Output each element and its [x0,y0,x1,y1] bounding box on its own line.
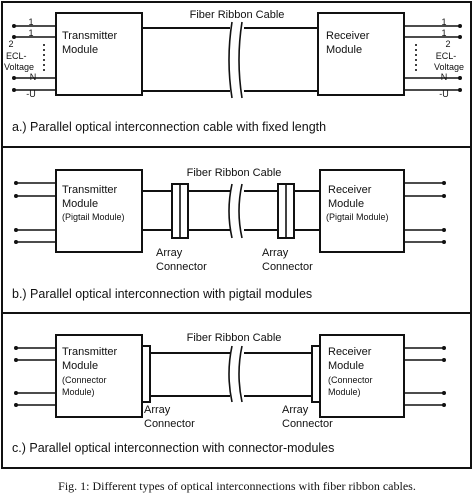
panel-c-tx-label-3: (Connector [62,375,107,385]
panel-a-left-pin-1a: 1 [28,17,33,27]
panel-a-right-pin-1b: 1 [441,28,446,38]
panel-b-connector-left-label-2: Connector [156,261,207,273]
panel-a-rx-label-1: Receiver [326,30,370,42]
panel-b-rx-label-2: Module [328,198,364,210]
panel-a-transmitter-module [55,12,143,96]
panel-c-break-mark [228,345,233,403]
panel-c-receiver-module [319,334,405,418]
panel-b-tx-label-3: (Pigtail Module) [62,212,125,222]
panel-a-left-ecl: ECL- [6,51,27,61]
panel-b-break-mark [228,183,233,239]
panel-a-right-minus-u: -U [439,89,449,99]
panel-c-rx-label-3: (Connector [328,375,373,385]
panel-c-array-connector-right [311,345,321,403]
panel-b-connector-right-label-1: Array [262,247,289,259]
panel-c-tx-label-2: Module [62,360,98,372]
panel-b-right-pins [404,181,446,244]
panel-a-right-pin-2: 2 [445,39,450,49]
panel-a-right-voltage: Voltage [434,62,464,72]
panel-a-rx-label-2: Module [326,44,362,56]
panel-a: Fiber Ribbon Cable Transmitter Module Re… [4,9,464,134]
panel-c: Fiber Ribbon Cable Transmitter Module (C… [12,332,446,455]
panel-c-right-pins [404,346,446,407]
panel-b-transmitter-module [55,169,143,253]
panel-a-left-minus-u: -U [26,89,36,99]
panel-c-tx-label-1: Transmitter [62,346,118,358]
panel-a-cable-label: Fiber Ribbon Cable [190,9,285,21]
panel-b-connector-left-label-1: Array [156,247,183,259]
panel-b-caption: b.) Parallel optical interconnection wit… [12,287,312,301]
panel-a-right-ecl: ECL- [436,51,457,61]
panel-b-cable-label: Fiber Ribbon Cable [187,167,282,179]
panel-b-rx-label-1: Receiver [328,184,372,196]
panel-a-right-pin-1a: 1 [441,17,446,27]
panel-a-fiber-cable [142,21,318,99]
panel-c-left-pins [14,346,56,407]
panel-c-rx-label-2: Module [328,360,364,372]
panel-c-tx-label-4: Module) [62,387,95,397]
panel-a-break-mark [228,21,233,99]
panel-b-tx-label-2: Module [62,198,98,210]
panel-c-connector-right-label-1: Array [282,404,309,416]
panel-b-tx-label-1: Transmitter [62,184,118,196]
panel-b-connector-right-label-2: Connector [262,261,313,273]
panel-a-left-pin-2: 2 [8,39,13,49]
panel-c-rx-label-4: Module) [328,387,361,397]
panel-a-tx-label-2: Module [62,44,98,56]
panel-c-connector-right-label-2: Connector [282,418,333,430]
panel-c-connector-left-label-2: Connector [144,418,195,430]
panel-a-receiver-module [317,12,405,96]
panel-a-left-voltage: Voltage [4,62,34,72]
panel-c-rx-label-1: Receiver [328,346,372,358]
panel-a-left-n: N [30,72,37,82]
panel-c-cable-label: Fiber Ribbon Cable [187,332,282,344]
panel-a-left-pin-1b: 1 [28,28,33,38]
outer-frame [1,1,472,469]
panel-c-caption: c.) Parallel optical interconnection wit… [12,441,334,455]
panel-b-receiver-module [319,169,405,253]
figure-caption: Fig. 1: Different types of optical inter… [58,479,416,493]
panel-b-rx-label-3: (Pigtail Module) [326,212,389,222]
panel-b-left-pins [14,181,56,244]
panel-c-connector-left-label-1: Array [144,404,171,416]
panel-a-tx-label-1: Transmitter [62,30,118,42]
panel-c-transmitter-module [55,334,143,418]
panel-c-fiber-cable [150,345,312,403]
panel-a-right-pins: 1 1 2 ECL- Voltage N -U [404,17,464,99]
panel-b: Fiber Ribbon Cable Array Connector Array… [12,167,446,301]
panel-a-right-n: N [441,72,448,82]
panel-a-left-pins: 1 1 2 ECL- Voltage N -U [4,17,56,99]
panel-a-caption: a.) Parallel optical interconnection cab… [12,120,326,134]
panel-c-array-connector-left [141,345,151,403]
